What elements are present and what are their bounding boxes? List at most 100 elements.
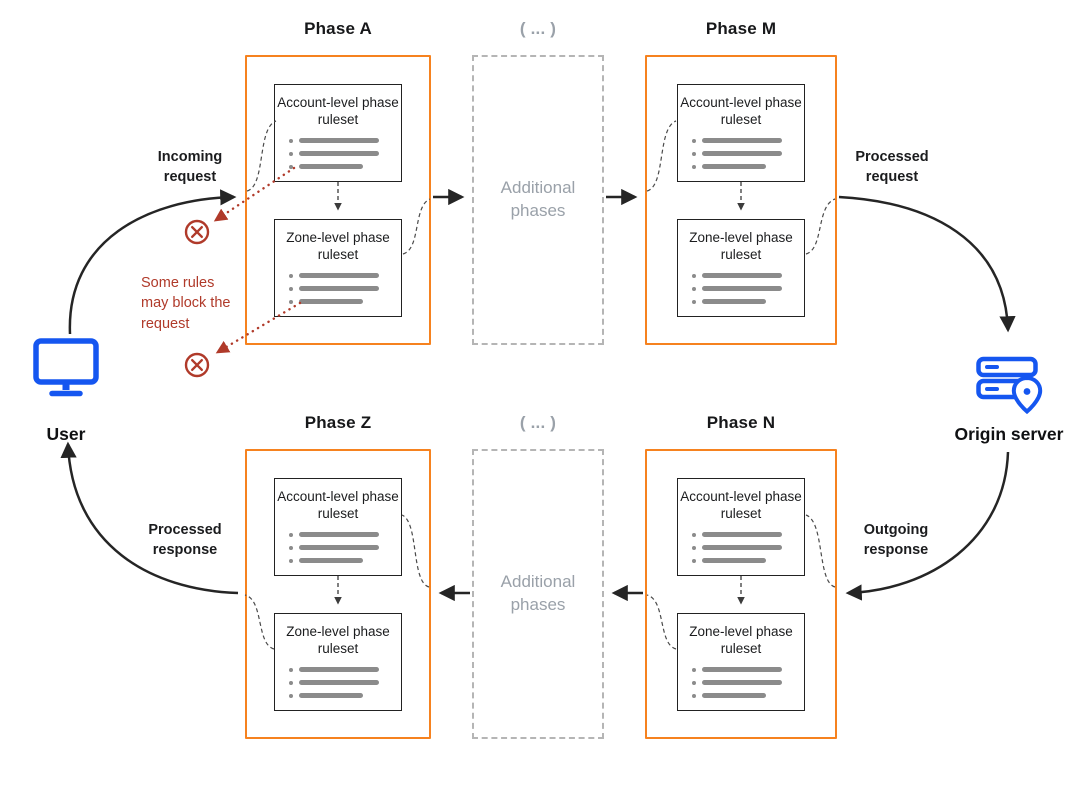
account-ruleset-label: Account-level phase ruleset <box>277 489 399 521</box>
rule-line <box>289 164 401 169</box>
bullet-dot <box>692 151 696 156</box>
phase-a-title: Phase A <box>304 19 372 38</box>
bullet-dot <box>289 151 293 156</box>
zone-ruleset-label: Zone-level phase ruleset <box>286 230 390 262</box>
phase-m-box: Account-level phase ruleset Zone-level p… <box>645 55 837 345</box>
incoming-request-label: Incoming request <box>157 149 223 186</box>
zone-ruleset-label: Zone-level phase ruleset <box>689 230 793 262</box>
rule-line <box>692 164 804 169</box>
server-pin-icon <box>976 356 1043 415</box>
rule-line <box>692 151 804 156</box>
bullet-dot <box>692 558 696 563</box>
bullet-dot <box>289 693 293 698</box>
rule-bar <box>702 693 766 698</box>
rule-bar <box>702 286 782 291</box>
bullet-dot <box>289 545 293 550</box>
rule-line <box>289 138 401 143</box>
rule-bar <box>702 151 782 156</box>
monitor-icon <box>33 338 99 397</box>
ruleset-lines <box>692 138 804 169</box>
phase-n-box: Account-level phase ruleset Zone-level p… <box>645 449 837 739</box>
ruleset-lines <box>692 667 804 698</box>
rule-bar <box>299 693 363 698</box>
blocked-x-icon <box>184 219 210 245</box>
ruleset-lines <box>289 667 401 698</box>
additional-phases-box-bottom: Additional phases <box>472 449 604 739</box>
rule-bar <box>702 164 766 169</box>
processed-request-label: Processed request <box>855 149 929 186</box>
rule-line <box>692 680 804 685</box>
account-ruleset-label: Account-level phase ruleset <box>277 95 399 127</box>
ruleset-lines <box>289 532 401 563</box>
phase-a-account-ruleset-card: Account-level phase ruleset <box>274 84 402 182</box>
origin-server-label: Origin server <box>954 424 1064 444</box>
phase-a-box: Account-level phase ruleset Zone-level p… <box>245 55 431 345</box>
rule-bar <box>299 532 379 537</box>
origin-server-icon <box>976 352 1046 419</box>
ruleset-lines <box>692 532 804 563</box>
bullet-dot <box>289 680 293 685</box>
rule-line <box>692 532 804 537</box>
bullet-dot <box>692 667 696 672</box>
arrow-phase-m-to-origin <box>838 195 1016 333</box>
bullet-dot <box>289 667 293 672</box>
rule-bar <box>299 667 379 672</box>
ellipsis-title-bottom: ( ... ) <box>519 413 557 432</box>
blocked-x-icon <box>184 352 210 378</box>
bullet-dot <box>692 164 696 169</box>
account-ruleset-label: Account-level phase ruleset <box>680 489 802 521</box>
rule-line <box>289 693 401 698</box>
phase-z-account-ruleset-card: Account-level phase ruleset <box>274 478 402 576</box>
phase-n-zone-ruleset-card: Zone-level phase ruleset <box>677 613 805 711</box>
rule-line <box>289 680 401 685</box>
zone-ruleset-label: Zone-level phase ruleset <box>689 624 793 656</box>
bullet-dot <box>692 532 696 537</box>
phase-m-title: Phase M <box>705 19 777 38</box>
bullet-dot <box>289 558 293 563</box>
rule-line <box>289 545 401 550</box>
outgoing-response-label: Outgoing response <box>863 522 929 559</box>
rule-line <box>289 151 401 156</box>
phase-z-title: Phase Z <box>304 413 372 432</box>
rule-bar <box>299 558 363 563</box>
rule-bar <box>299 286 379 291</box>
phase-n-account-ruleset-card: Account-level phase ruleset <box>677 478 805 576</box>
bullet-dot <box>289 273 293 278</box>
bullet-dot <box>289 138 293 143</box>
bullet-dot <box>692 273 696 278</box>
rule-bar <box>702 138 782 143</box>
ruleset-lines <box>289 273 401 304</box>
bullet-dot <box>289 286 293 291</box>
rule-bar <box>299 151 379 156</box>
arrow-phase-z-to-user <box>60 441 239 595</box>
rule-bar <box>299 273 379 278</box>
rule-bar <box>299 299 363 304</box>
rule-bar <box>702 680 782 685</box>
phase-n-title: Phase N <box>706 413 776 432</box>
rule-bar <box>702 299 766 304</box>
rule-line <box>692 667 804 672</box>
rule-line <box>692 545 804 550</box>
additional-phases-label: Additional phases <box>500 572 576 614</box>
additional-phases-label: Additional phases <box>500 178 576 220</box>
phase-m-zone-ruleset-card: Zone-level phase ruleset <box>677 219 805 317</box>
phase-a-zone-ruleset-card: Zone-level phase ruleset <box>274 219 402 317</box>
bullet-dot <box>692 286 696 291</box>
rule-line <box>289 273 401 278</box>
rule-line <box>289 667 401 672</box>
ruleset-lines <box>692 273 804 304</box>
rule-line <box>692 273 804 278</box>
phase-z-box: Account-level phase ruleset Zone-level p… <box>245 449 431 739</box>
ruleset-lines <box>289 138 401 169</box>
rule-bar <box>299 164 363 169</box>
rule-bar <box>299 545 379 550</box>
processed-response-label: Processed response <box>148 522 222 559</box>
bullet-dot <box>289 532 293 537</box>
bullet-dot <box>692 545 696 550</box>
rule-line <box>289 532 401 537</box>
phase-m-account-ruleset-card: Account-level phase ruleset <box>677 84 805 182</box>
rule-bar <box>299 680 379 685</box>
additional-phases-box-top: Additional phases <box>472 55 604 345</box>
user-icon <box>33 338 99 403</box>
